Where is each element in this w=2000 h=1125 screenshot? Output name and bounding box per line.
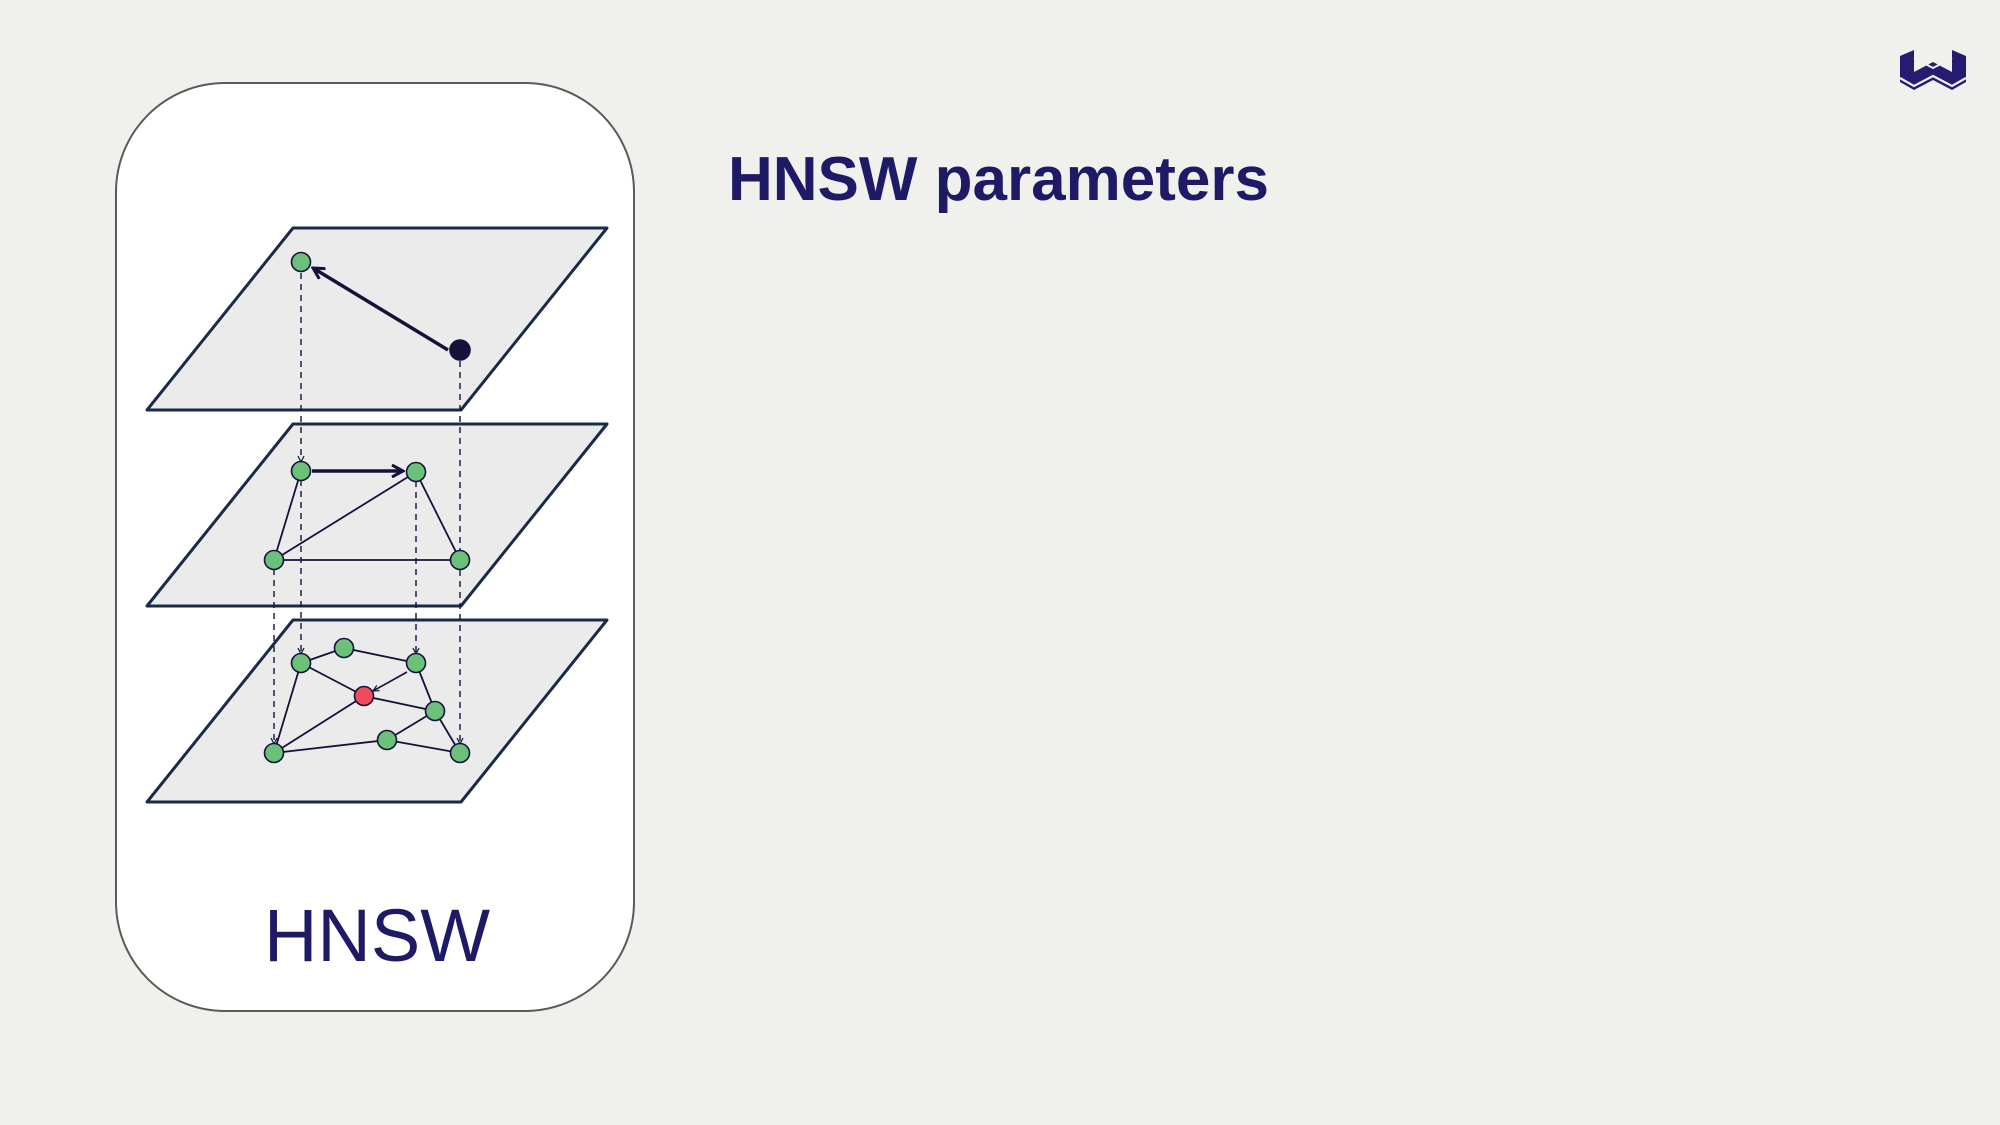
bottom-layer-node <box>449 742 471 764</box>
top-layer-search-arrow <box>313 268 449 352</box>
w-brand-logo-icon <box>1899 50 1967 90</box>
middle-layer-node <box>405 461 427 483</box>
graph-nodes <box>263 251 471 764</box>
bottom-layer-node <box>263 742 285 764</box>
query-target-node <box>353 685 375 707</box>
bottom-layer-node <box>290 652 312 674</box>
middle-layer-node <box>449 549 471 571</box>
hnsw-layered-graph-diagram <box>145 226 609 804</box>
bottom-layer-node <box>424 700 446 722</box>
top-layer-plane <box>145 226 609 412</box>
bottom-layer-node <box>333 637 355 659</box>
card-caption: HNSW <box>263 894 491 977</box>
entry-point-node <box>449 339 471 361</box>
layer-connector-lines <box>274 262 460 744</box>
bottom-layer-node <box>376 729 398 751</box>
middle-layer-edges <box>273 470 461 561</box>
hnsw-card: HNSW <box>115 82 635 1012</box>
middle-layer-node <box>290 460 312 482</box>
middle-layer-plane <box>145 422 609 608</box>
bottom-layer-node <box>405 652 427 674</box>
middle-layer-node <box>263 549 285 571</box>
bottom-layer-plane <box>145 618 609 804</box>
top-layer-node <box>290 251 312 273</box>
bottom-layer-search-arrow <box>373 671 408 692</box>
page-title: HNSW parameters <box>728 145 1269 214</box>
